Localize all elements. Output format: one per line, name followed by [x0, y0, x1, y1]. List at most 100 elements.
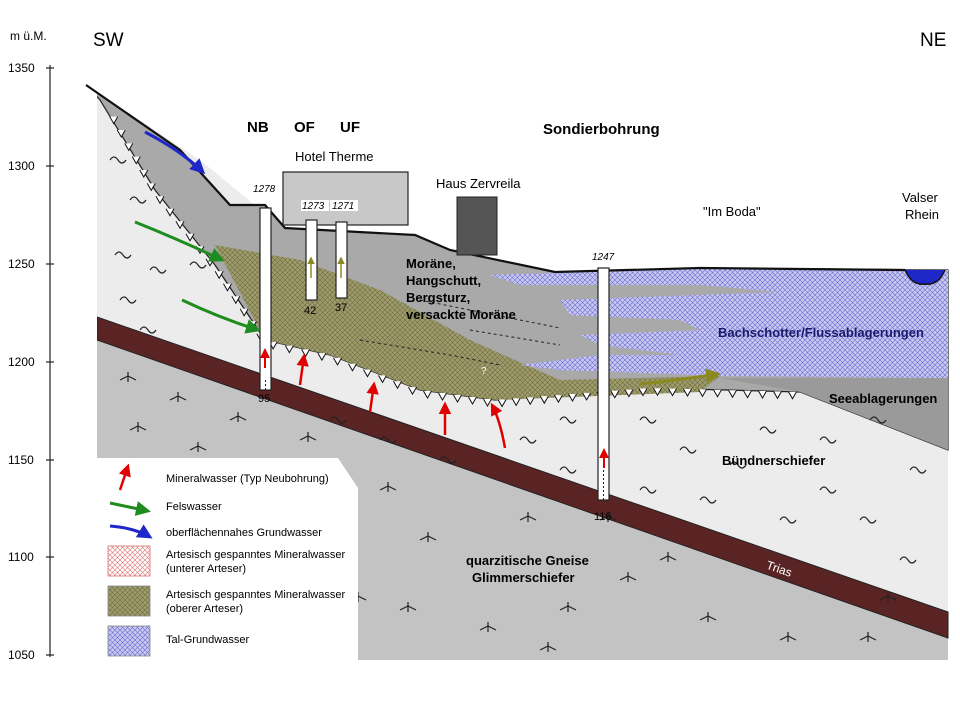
- direction-ne: NE: [920, 30, 946, 51]
- bedrock-tooth: [610, 390, 620, 399]
- well-depth-nb: 95: [258, 393, 270, 405]
- bedrock-tooth: [453, 394, 462, 404]
- gneiss-symbol: [169, 392, 187, 402]
- bedrock-tooth: [131, 156, 141, 165]
- tick-label: 1300: [8, 159, 35, 173]
- schist-symbol: [759, 426, 777, 434]
- bedrock-contact-teeth: [109, 116, 797, 408]
- groundwater-arrow: [144, 130, 206, 175]
- well-nb: [259, 207, 272, 391]
- gneiss-symbol: [559, 602, 577, 612]
- mineral-water-arrow: [296, 353, 309, 386]
- direction-sw: SW: [93, 30, 124, 51]
- schist-symbol: [519, 436, 537, 444]
- gneiss-symbol: [189, 442, 207, 452]
- schist-symbol: [639, 486, 657, 494]
- well-depth-of: 42: [304, 305, 316, 317]
- gneiss-symbol: [519, 512, 537, 522]
- bedrock-tooth: [624, 389, 634, 398]
- haus-label: Haus Zervreila: [436, 176, 521, 191]
- legend-label: Tal-Grundwasser: [166, 634, 249, 646]
- bedrock-tooth: [175, 221, 185, 230]
- legend-label: (unterer Arteser): [166, 563, 246, 575]
- schist-symbol: [439, 456, 457, 464]
- bedrock-tooth: [539, 395, 549, 405]
- bedrock-tooth: [773, 391, 782, 400]
- bedrock-tooth: [743, 390, 752, 399]
- seeablagerungen-label: Seeablagerungen: [829, 391, 937, 406]
- legend-label: Felswasser: [166, 501, 222, 513]
- legend-label: (oberer Arteser): [166, 603, 243, 615]
- legend-swatch-valley-groundwater: [107, 625, 151, 657]
- schist-symbol: [679, 446, 697, 454]
- bedrock-tooth: [378, 375, 387, 384]
- legend: Mineralwasser (Typ Neubohrung) Felswasse…: [97, 458, 358, 665]
- gneiss-symbol: [419, 532, 437, 542]
- well-top-uf: 1271: [332, 201, 354, 212]
- schist-symbol: [859, 516, 877, 524]
- gneiss-label: Glimmerschiefer: [472, 570, 575, 585]
- schist-symbol: [639, 416, 657, 424]
- bedrock-tooth: [185, 233, 195, 242]
- bedrock-tooth: [683, 388, 692, 398]
- gneiss-label: quarzitische Gneise: [466, 553, 589, 568]
- gneiss-symbol: [119, 372, 137, 382]
- internal-dashed-lines: [359, 299, 561, 366]
- schist-symbol: [329, 416, 347, 424]
- bedrock-tooth: [758, 390, 767, 400]
- gneiss-symbol: [129, 422, 147, 432]
- moraine-label: Bergsturz,: [406, 290, 470, 305]
- bedrock-tooth: [483, 398, 492, 408]
- tick-label: 1100: [8, 550, 34, 564]
- hotel-building: [282, 171, 409, 226]
- schist-symbol: [139, 326, 157, 334]
- olive-flow-arrow: [639, 368, 721, 386]
- legend-swatch-upper-artesian: [107, 585, 151, 617]
- schist-symbol: [869, 416, 887, 424]
- bedrock-tooth: [638, 388, 648, 397]
- axis-unit-label: m ü.M.: [10, 29, 47, 43]
- schist-symbol: [129, 196, 147, 204]
- gneiss-symbol: [699, 612, 717, 622]
- gneiss-symbol: [229, 412, 247, 422]
- bedrock-tooth: [146, 183, 156, 192]
- legend-symbol-rock-water: [109, 501, 151, 516]
- rock-water-arrow: [134, 220, 225, 262]
- schist-symbol: [189, 261, 207, 269]
- gneiss-symbol: [399, 602, 417, 612]
- bedrock-tooth: [525, 397, 535, 406]
- schist-symbol: [119, 296, 137, 304]
- well-label-of: OF: [294, 119, 315, 136]
- buendnerschiefer-label: Bündnerschiefer: [722, 453, 825, 468]
- bedrock-tooth: [468, 396, 477, 406]
- bedrock-tooth: [363, 369, 372, 378]
- gneiss-symbol: [599, 512, 617, 522]
- schist-symbol: [379, 436, 397, 444]
- tick-label: 1050: [8, 648, 35, 662]
- schist-symbol: [114, 251, 132, 259]
- bedrock-tooth: [139, 169, 149, 179]
- gneiss-symbol: [659, 552, 677, 562]
- rock-water-arrow: [181, 298, 261, 334]
- rock-texture-symbols: [109, 156, 927, 652]
- bedrock-tooth: [214, 271, 224, 280]
- lake-deposits-zone: [720, 378, 948, 450]
- bedrock-tooth: [408, 386, 417, 396]
- mineral-water-arrow: [366, 381, 379, 413]
- rhein-label-2: Rhein: [905, 207, 939, 222]
- well-label-uf: UF: [340, 119, 360, 136]
- legend-symbol-groundwater: [109, 524, 153, 539]
- well-depth-uf: 37: [335, 302, 347, 314]
- valley-groundwater-zone: [490, 268, 948, 378]
- gneiss-symbol: [299, 432, 317, 442]
- bedrock-tooth: [231, 296, 241, 305]
- schist-symbol: [899, 556, 917, 564]
- schist-symbol: [109, 156, 127, 164]
- rhein-label-1: Valser: [902, 190, 939, 205]
- gneiss-symbol: [879, 592, 897, 602]
- bedrock-tooth: [423, 390, 432, 400]
- rhein-channel: [904, 269, 946, 285]
- schist-symbol: [559, 466, 577, 474]
- ground-surface: [85, 84, 906, 274]
